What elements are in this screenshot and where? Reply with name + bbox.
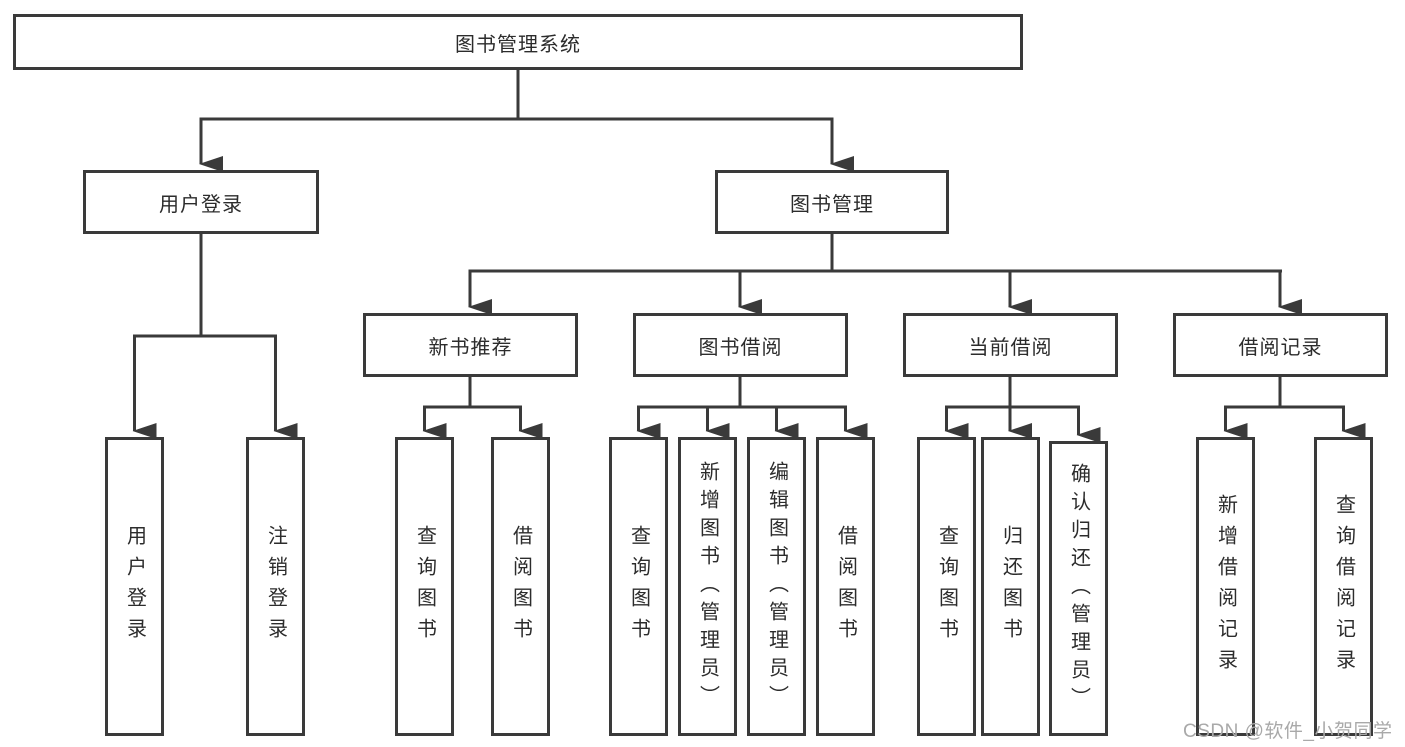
node-label: 查询借阅记录	[1332, 493, 1355, 680]
leaf-edit-book-admin: 编辑图书（管理员）	[747, 437, 806, 736]
leaf-confirm-return-admin: 确认归还（管理员）	[1049, 441, 1108, 736]
node-label: 当前借阅	[968, 336, 1053, 359]
leaf-add-book-admin: 新增图书（管理员）	[678, 437, 737, 736]
node-label: 图书管理系统	[455, 33, 581, 56]
watermark-text: CSDN @软件_小贺同学	[1183, 721, 1393, 742]
node-label: 注销登录	[264, 524, 287, 649]
node-label: 查询图书	[627, 524, 650, 649]
node-borrowing-records: 借阅记录	[1173, 313, 1388, 377]
leaf-return-books: 归还图书	[981, 437, 1040, 736]
node-label: 图书管理	[790, 193, 874, 216]
node-label: 新增借阅记录	[1214, 493, 1237, 680]
leaf-logout: 注销登录	[246, 437, 305, 736]
leaf-query-books-current: 查询图书	[917, 437, 976, 736]
node-label: 编辑图书（管理员）	[765, 460, 788, 713]
leaf-query-borrow-record: 查询借阅记录	[1314, 437, 1373, 736]
node-label: 查询图书	[935, 524, 958, 649]
leaf-borrow-books-borrowing: 借阅图书	[816, 437, 875, 736]
node-label: 新书推荐	[428, 336, 513, 359]
node-library-management-system: 图书管理系统	[13, 14, 1023, 70]
node-label: 新增图书（管理员）	[696, 460, 719, 713]
leaf-query-books-borrowing: 查询图书	[609, 437, 668, 736]
node-user-login: 用户登录	[83, 170, 319, 234]
leaf-add-borrow-record: 新增借阅记录	[1196, 437, 1255, 736]
node-label: 确认归还（管理员）	[1067, 462, 1090, 715]
node-new-book-recommend: 新书推荐	[363, 313, 578, 377]
node-label: 借阅记录	[1238, 336, 1323, 359]
node-label: 用户登录	[123, 524, 146, 649]
node-label: 查询图书	[413, 524, 436, 649]
node-book-management: 图书管理	[715, 170, 949, 234]
node-current-borrowing: 当前借阅	[903, 313, 1118, 377]
leaf-query-books-recommend: 查询图书	[395, 437, 454, 736]
node-label: 归还图书	[999, 524, 1022, 649]
leaf-borrow-books-recommend: 借阅图书	[491, 437, 550, 736]
node-label: 借阅图书	[509, 524, 532, 649]
node-label: 图书借阅	[698, 336, 783, 359]
node-label: 借阅图书	[834, 524, 857, 649]
node-label: 用户登录	[159, 193, 243, 216]
leaf-user-login: 用户登录	[105, 437, 164, 736]
node-book-borrowing: 图书借阅	[633, 313, 848, 377]
